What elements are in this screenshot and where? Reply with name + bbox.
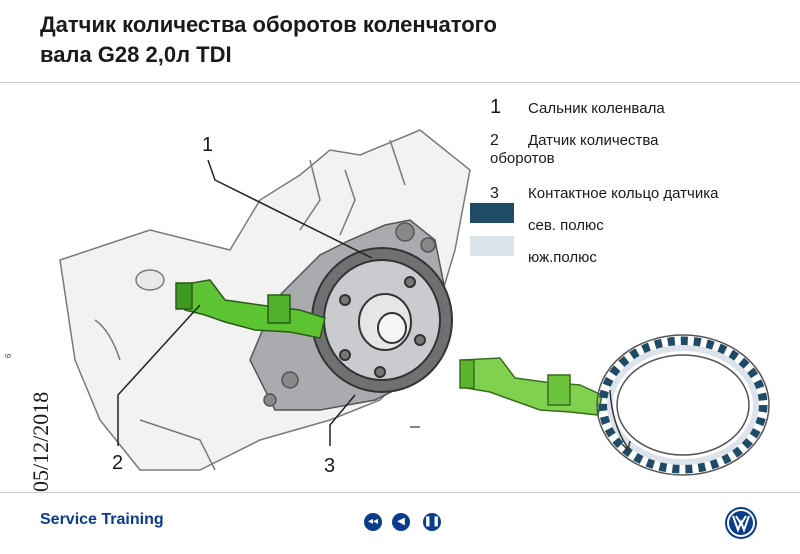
brand-service-training: Service Training <box>40 511 164 528</box>
callout-1: 1 <box>202 134 214 156</box>
legend-item-2: 2 Датчик количества оборотов <box>490 132 780 167</box>
title-line-1: Датчик количества оборотов коленчатого <box>40 12 497 37</box>
sensor-detail <box>459 357 603 416</box>
legend-item-2-num: 2 <box>490 132 499 149</box>
encoder-ring <box>596 334 770 476</box>
legend-item-1-num: 1 <box>490 96 502 118</box>
page-title: Датчик количества оборотов коленчатого в… <box>40 10 740 70</box>
engine-illustration <box>59 129 770 476</box>
title-line-2: вала G28 2,0л TDI <box>40 42 232 67</box>
speed-sensor <box>175 279 326 339</box>
legend-item-2-label-1: Датчик количества <box>528 132 659 149</box>
legend-item-3: 3 Контактное кольцо датчика <box>490 185 718 203</box>
callout-leaders <box>117 159 373 446</box>
vw-logo <box>725 507 757 539</box>
play-back-icon[interactable]: ◀ <box>392 513 410 531</box>
south-pole-swatch <box>470 236 514 256</box>
callout-3: 3 <box>324 455 336 477</box>
legend-item-2-label-2: оборотов <box>490 150 555 167</box>
crankshaft-seal <box>311 247 453 393</box>
legend-north-label: сев. полюс <box>528 217 604 234</box>
legend-item-1: 1 Сальник коленвала <box>490 96 665 119</box>
legend-south-label: юж.полюс <box>528 249 597 266</box>
footer-divider <box>0 492 800 493</box>
callout-2: 2 <box>112 452 124 474</box>
legend-item-3-label: Контактное кольцо датчика <box>528 185 719 202</box>
legend-item-1-label: Сальник коленвала <box>528 100 665 117</box>
north-pole-swatch <box>470 203 514 223</box>
pause-icon[interactable]: ❚❚ <box>423 513 441 531</box>
legend-item-3-num: 3 <box>490 185 499 202</box>
rewind-icon[interactable]: ◂◂ <box>364 513 382 531</box>
title-divider <box>0 82 800 83</box>
